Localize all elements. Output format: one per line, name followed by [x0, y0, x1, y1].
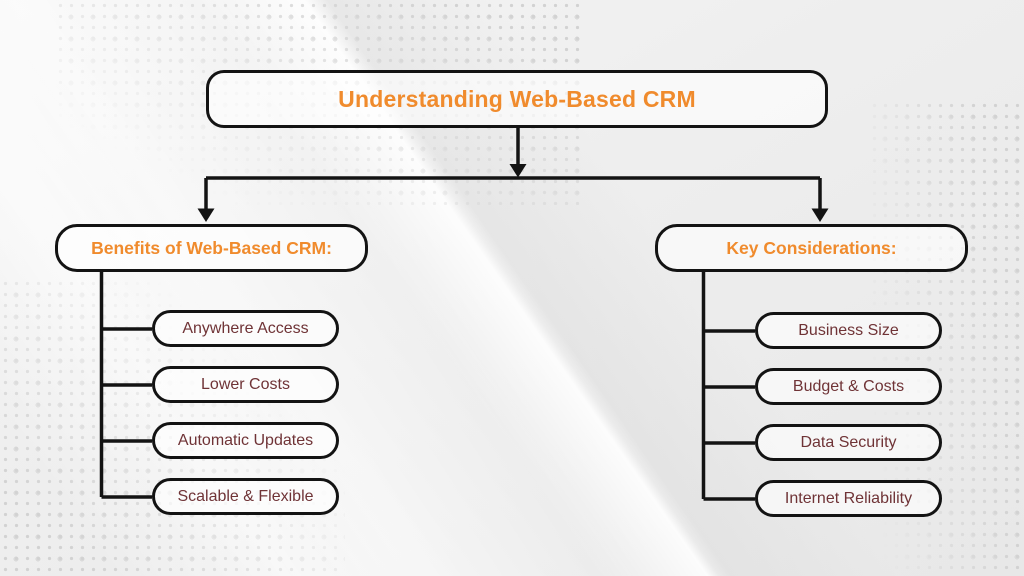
- node-benefits-header: Benefits of Web-Based CRM:: [55, 224, 368, 272]
- node-benefit-item: Lower Costs: [152, 366, 339, 403]
- node-title: Understanding Web-Based CRM: [206, 70, 828, 128]
- item-label: Data Security: [800, 433, 897, 451]
- item-label: Internet Reliability: [784, 489, 913, 507]
- branch-label: Key Considerations:: [726, 237, 897, 258]
- arrowhead-left: [197, 208, 215, 222]
- item-label: Budget & Costs: [792, 377, 905, 395]
- item-label: Lower Costs: [201, 375, 290, 393]
- item-label: Business Size: [798, 321, 899, 339]
- node-benefit-item: Automatic Updates: [152, 422, 339, 459]
- node-consideration-item: Budget & Costs: [755, 368, 942, 405]
- item-label: Scalable & Flexible: [177, 487, 314, 505]
- node-benefit-item: Anywhere Access: [152, 310, 339, 347]
- node-consideration-item: Business Size: [755, 312, 942, 349]
- branch-label: Benefits of Web-Based CRM:: [91, 237, 332, 258]
- node-considerations-header: Key Considerations:: [655, 224, 968, 272]
- node-consideration-item: Data Security: [755, 424, 942, 461]
- node-consideration-item: Internet Reliability: [755, 480, 942, 517]
- node-benefit-item: Scalable & Flexible: [152, 478, 339, 515]
- item-label: Anywhere Access: [182, 319, 309, 337]
- arrowhead-center: [509, 164, 527, 178]
- title-label: Understanding Web-Based CRM: [338, 85, 696, 112]
- item-label: Automatic Updates: [177, 431, 314, 449]
- arrowhead-right: [811, 208, 829, 222]
